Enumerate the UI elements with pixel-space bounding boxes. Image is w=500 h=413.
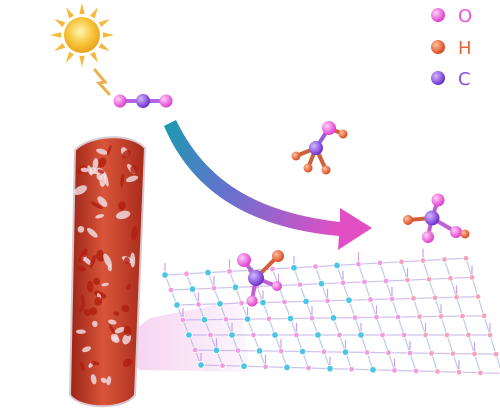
catalyst-lattice <box>161 248 500 376</box>
nanorod <box>68 136 147 408</box>
light-beam <box>112 300 250 372</box>
sun-icon <box>50 3 114 67</box>
legend-item-oxygen: O <box>431 6 472 27</box>
co2-molecule <box>113 94 173 108</box>
legend-item-carbon: C <box>431 69 471 90</box>
curved-arrow-icon <box>164 120 372 250</box>
light-ray-icon <box>93 68 111 96</box>
acid-molecule <box>403 193 470 243</box>
element-legend: O H C <box>431 6 472 90</box>
legend-item-hydrogen: H <box>431 38 472 59</box>
legend-label-c: C <box>458 69 471 90</box>
adsorbed-molecule <box>237 250 284 307</box>
legend-label-o: O <box>458 6 472 27</box>
methanol-molecule <box>291 121 348 175</box>
legend-label-h: H <box>458 38 472 59</box>
